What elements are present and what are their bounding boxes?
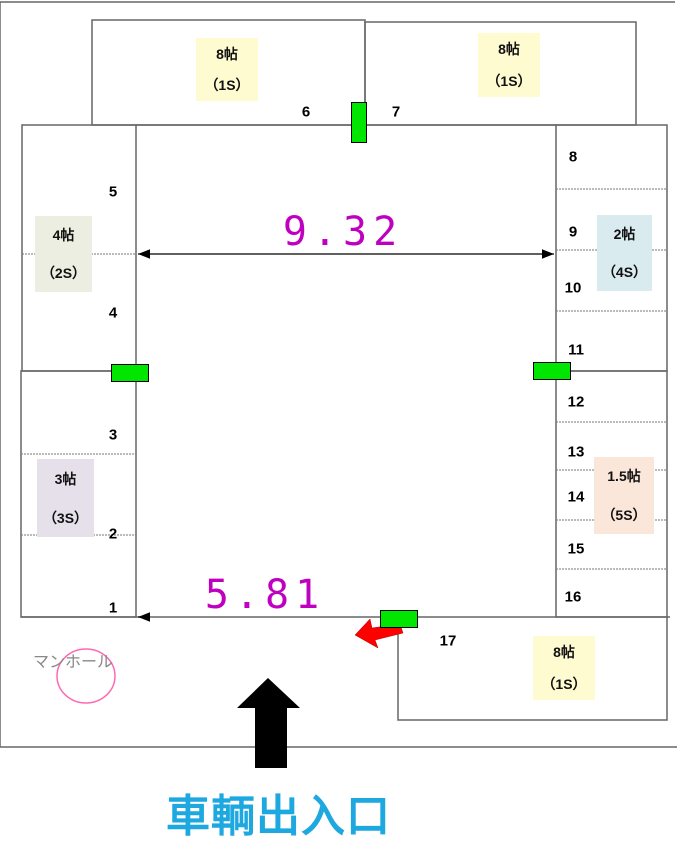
room-bottom-right — [397, 617, 668, 721]
slot-number: 4 — [108, 304, 118, 322]
vehicle-entrance-label: 車輌出入口 — [166, 791, 391, 842]
room-size: 8帖 — [498, 41, 520, 57]
slot-number: 13 — [567, 443, 585, 461]
slot-number: 2 — [108, 525, 118, 543]
room-size: 8帖 — [553, 644, 575, 660]
room-tag-bottom-right: 8帖 （1S） — [533, 636, 595, 700]
room-tag-top-left: 8帖 （1S） — [196, 38, 258, 101]
room-spaces: （2S） — [40, 265, 87, 281]
room-size: 2帖 — [613, 226, 636, 242]
room-spaces: （5S） — [601, 506, 647, 523]
slot-number: 1 — [108, 599, 118, 617]
entrance-arrow-icon — [237, 678, 300, 768]
slot-number: 3 — [108, 426, 118, 444]
room-size: 1.5帖 — [607, 468, 641, 485]
door-left — [111, 364, 149, 382]
room-spaces: （1S） — [204, 77, 250, 94]
room-spaces: （1S） — [541, 676, 587, 692]
slot-number: 5 — [108, 183, 118, 201]
room-tag-top-right: 8帖 （1S） — [478, 33, 540, 97]
slot-number: 11 — [568, 341, 584, 359]
room-tag-left-lower: 3帖 （3S） — [37, 459, 94, 537]
door-bottom — [380, 610, 418, 628]
room-spaces: （1S） — [486, 73, 532, 89]
slot-number: 12 — [567, 393, 585, 411]
slot-number: 8 — [568, 148, 578, 166]
door-right — [533, 362, 571, 380]
slot-number: 14 — [567, 488, 585, 506]
room-size: 3帖 — [54, 470, 77, 487]
slot-number: 16 — [564, 588, 582, 606]
slot-number: 7 — [391, 103, 401, 121]
room-size: 4帖 — [52, 227, 75, 243]
room-tag-right-lower: 1.5帖 （5S） — [594, 457, 654, 534]
slot-number: 10 — [564, 279, 582, 297]
depth-dimension-label: 5.81 — [204, 572, 326, 618]
manhole-icon — [56, 648, 116, 704]
slot-number: 9 — [568, 223, 578, 241]
manhole-label: マンホール — [33, 652, 114, 671]
door-top — [351, 102, 367, 143]
room-size: 8帖 — [216, 45, 238, 62]
slot-number: 6 — [301, 103, 311, 121]
room-tag-left-upper: 4帖 （2S） — [35, 216, 92, 292]
room-spaces: （3S） — [42, 509, 89, 526]
room-tag-right-upper: 2帖 （4S） — [597, 215, 652, 291]
width-dimension-label: 9.32 — [282, 209, 404, 255]
slot-number: 17 — [439, 632, 457, 650]
room-spaces: （4S） — [601, 264, 648, 280]
slot-number: 15 — [567, 540, 585, 558]
